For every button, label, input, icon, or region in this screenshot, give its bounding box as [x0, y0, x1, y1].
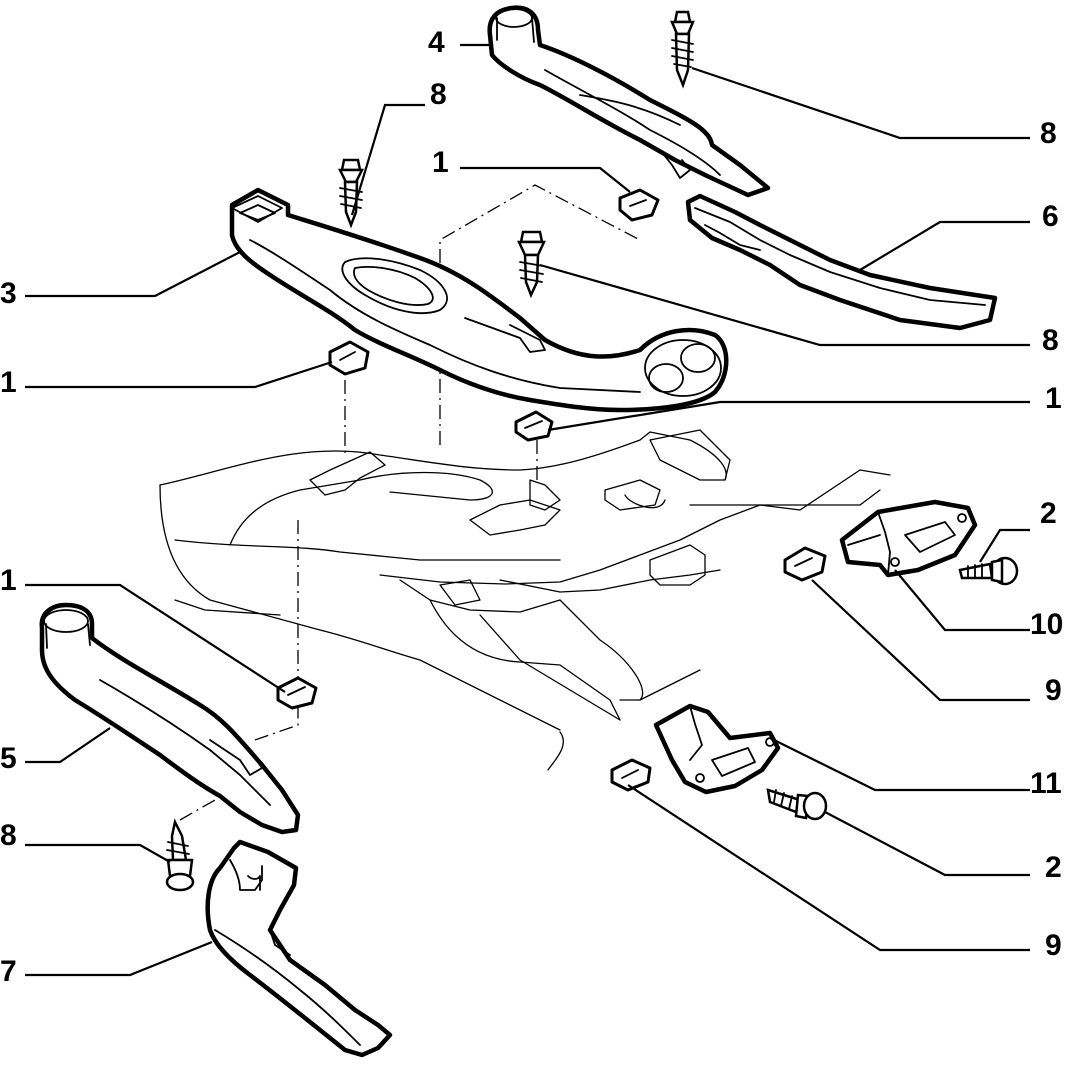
callout-2-lower: 2	[1045, 851, 1062, 884]
callout-labels: 4 8 8 1 6 3 8 1 1 2 10 1 9 5 11 8 2 9 7	[0, 26, 1063, 988]
clip-1-left	[328, 340, 370, 376]
screw-8-top-left	[337, 158, 365, 229]
callout-2-upper: 2	[1040, 497, 1057, 530]
callout-4: 4	[428, 26, 445, 59]
callout-5: 5	[0, 742, 17, 775]
callout-1-lower: 1	[0, 564, 17, 597]
callout-3: 3	[0, 277, 17, 310]
callout-9-lower: 9	[1045, 929, 1062, 962]
screw-2-upper	[958, 556, 1019, 586]
duct-part-4	[487, 5, 771, 198]
screw-8-top-right	[670, 10, 695, 89]
callout-8-mid: 8	[1042, 324, 1059, 357]
callout-10: 10	[1030, 608, 1063, 641]
screw-8-lower	[165, 818, 195, 892]
leader-lines	[25, 43, 1030, 977]
screw-8-mid	[517, 230, 546, 299]
screw-2-lower	[766, 788, 828, 821]
clip-1-right	[514, 410, 554, 442]
callout-11: 11	[1030, 767, 1062, 800]
clip-9-lower	[610, 758, 652, 792]
callout-1-left: 1	[0, 366, 17, 399]
callout-8-top-left: 8	[430, 78, 447, 111]
duct-part-6	[685, 193, 998, 331]
floor-pan-outline	[159, 429, 891, 771]
clip-1-top	[618, 188, 660, 222]
duct-part-3	[229, 187, 729, 413]
callout-1-right: 1	[1045, 382, 1062, 415]
vent-part-10	[839, 499, 978, 578]
callout-6: 6	[1042, 200, 1059, 233]
duct-part-7	[205, 839, 393, 1058]
callout-7: 7	[0, 955, 17, 988]
callout-9-upper: 9	[1045, 674, 1062, 707]
callout-1-top: 1	[432, 146, 449, 179]
clip-1-lower	[276, 676, 318, 710]
alignment-lines	[179, 184, 641, 821]
vent-part-11	[653, 703, 781, 795]
callout-8-top-right: 8	[1040, 117, 1057, 150]
clip-9-upper	[783, 546, 827, 582]
duct-part-5	[39, 602, 301, 835]
callout-8-lower: 8	[0, 819, 17, 852]
